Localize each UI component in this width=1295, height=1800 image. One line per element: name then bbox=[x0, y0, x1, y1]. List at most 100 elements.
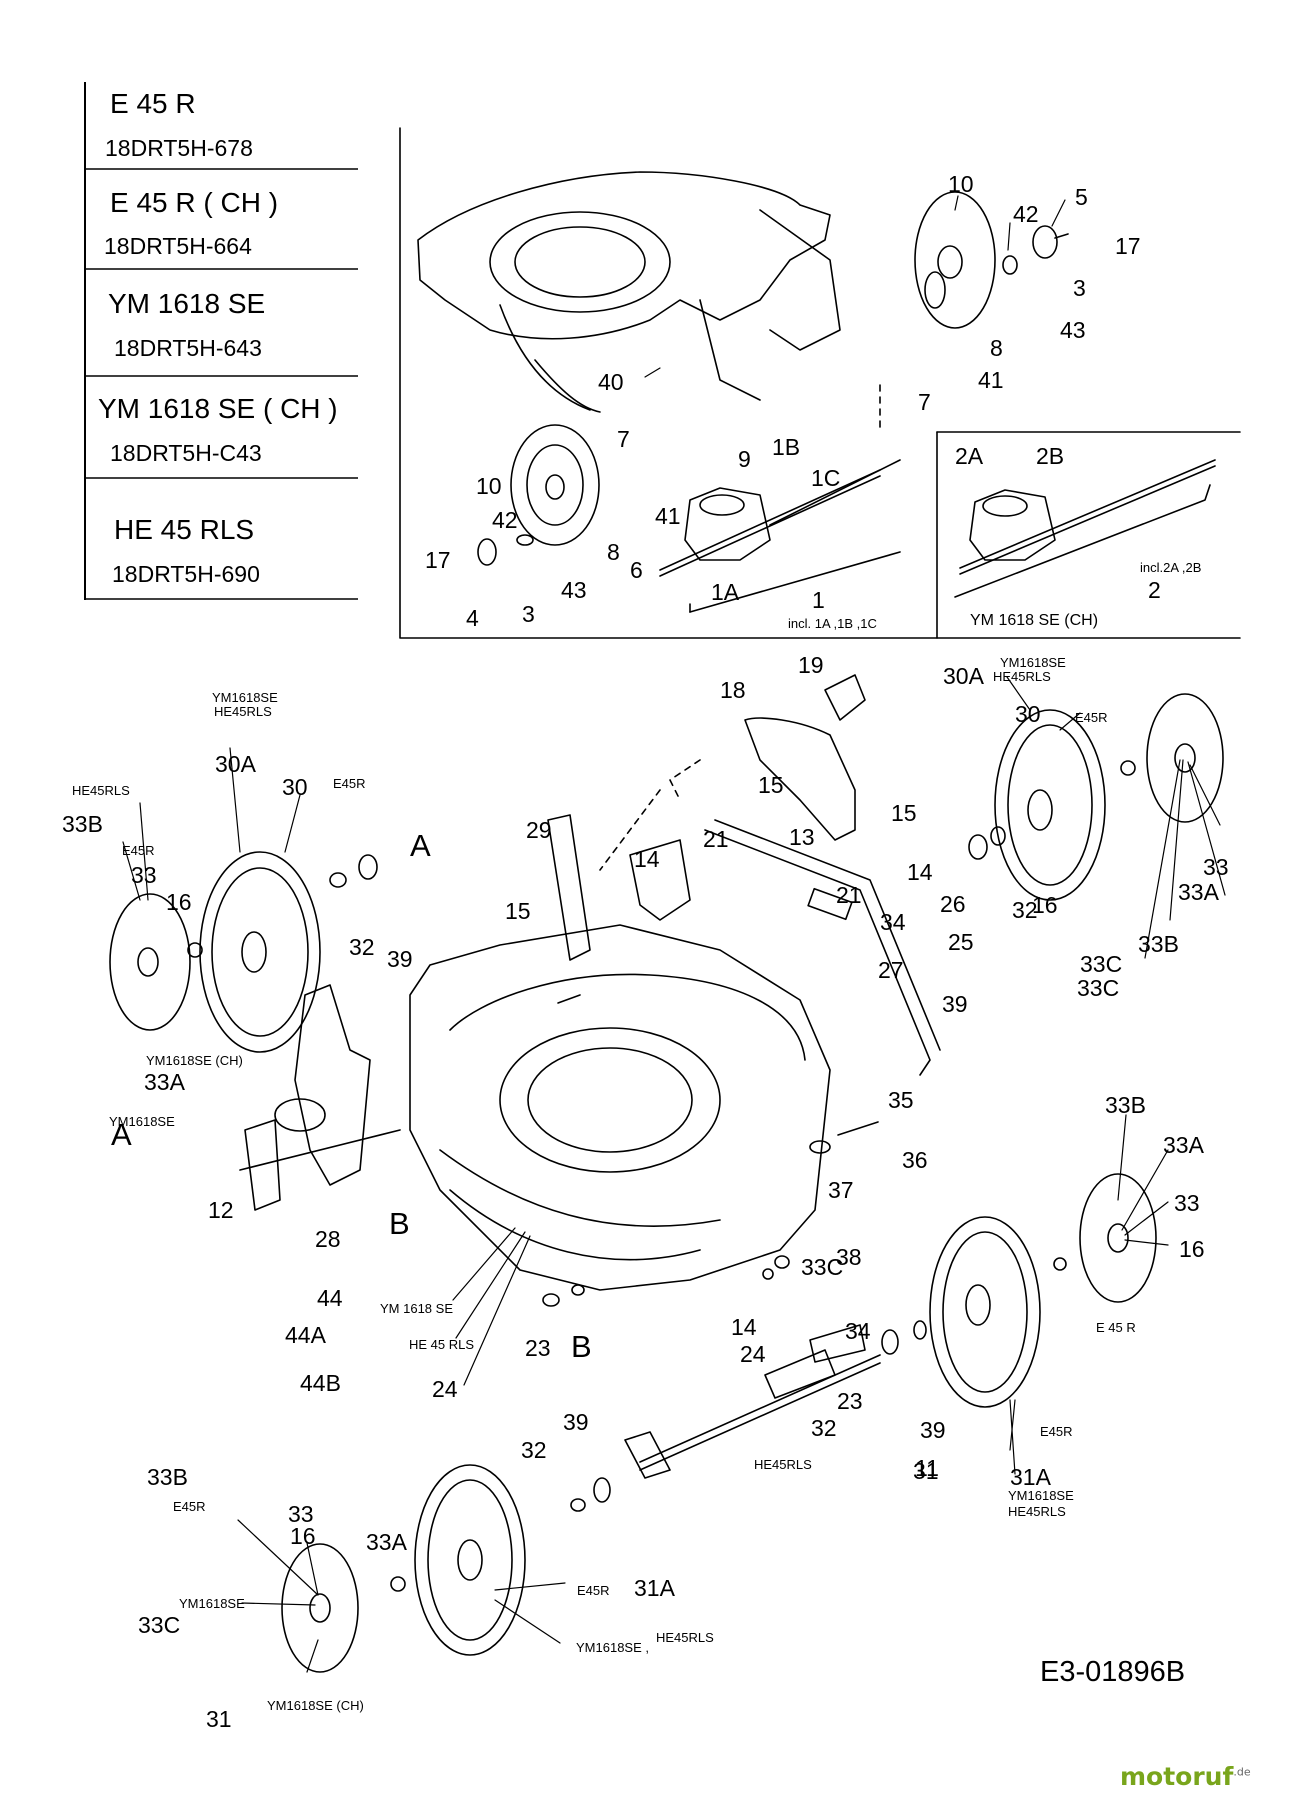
part-callout: 33B bbox=[1138, 931, 1179, 957]
part-callout: 34 bbox=[880, 909, 906, 935]
part-callout: 44A bbox=[285, 1322, 327, 1348]
part-callout: 39 bbox=[942, 991, 968, 1017]
part-callout: 16 bbox=[1179, 1236, 1205, 1262]
part-callout: YM 1618 SE bbox=[380, 1301, 453, 1316]
part-callout: 33A bbox=[366, 1529, 408, 1555]
part-callout: A bbox=[111, 1117, 132, 1152]
part-callout: 21 bbox=[703, 826, 729, 852]
rear-flap-bracket bbox=[239, 984, 401, 1211]
hubcap-lower-left bbox=[281, 1543, 359, 1673]
part-callout: 27 bbox=[878, 957, 904, 983]
part-callout: 33B bbox=[62, 811, 103, 837]
part-callout: 1 bbox=[812, 587, 825, 613]
diagram-code: E3-01896B bbox=[1040, 1656, 1186, 1688]
part-callout: YM1618SE bbox=[212, 690, 278, 705]
part-callout: E45R bbox=[173, 1499, 206, 1514]
part-callout: 33 bbox=[288, 1501, 314, 1527]
part-callout: 24 bbox=[740, 1341, 766, 1367]
part-callout: 28 bbox=[315, 1226, 341, 1252]
part-callout: 41 bbox=[655, 503, 681, 529]
part-callout: 23 bbox=[525, 1335, 551, 1361]
part-callout: 19 bbox=[798, 652, 824, 678]
gearbox-main bbox=[659, 459, 901, 577]
gearbox-inset bbox=[959, 459, 1216, 575]
part-callout: 38 bbox=[836, 1244, 862, 1270]
wheel-upper-left bbox=[199, 851, 321, 1053]
part-callout: 30A bbox=[215, 751, 257, 777]
part-callout: 14 bbox=[634, 846, 660, 872]
brand-tld: .de bbox=[1233, 1765, 1251, 1779]
part-callout: incl. 1A ,1B ,1C bbox=[788, 616, 877, 631]
part-callout: 2A bbox=[955, 443, 984, 469]
part-callout: 33C bbox=[801, 1254, 843, 1280]
bracket-line-2 bbox=[954, 484, 1211, 598]
small-hardware bbox=[187, 760, 1136, 1592]
part-callout: 17 bbox=[425, 547, 451, 573]
brand-logo: motoruf.de bbox=[1120, 1762, 1251, 1791]
model-name: E 45 R bbox=[110, 88, 196, 119]
part-callout: 31 bbox=[913, 1458, 939, 1484]
part-callout: YM1618SE bbox=[179, 1596, 245, 1611]
part-callout: 33C bbox=[1080, 951, 1122, 977]
part-callout: 40 bbox=[598, 369, 624, 395]
inset-note: YM 1618 SE (CH) bbox=[970, 612, 1098, 629]
part-callout: 2B bbox=[1036, 443, 1064, 469]
part-callout: 32 bbox=[811, 1415, 837, 1441]
part-callout: 39 bbox=[387, 946, 413, 972]
part-callout: 16 bbox=[290, 1523, 316, 1549]
part-callout: 3 bbox=[1073, 275, 1086, 301]
part-callout: 10 bbox=[948, 171, 974, 197]
part-callout: HE45RLS bbox=[656, 1630, 714, 1645]
part-callout: 42 bbox=[1013, 201, 1039, 227]
model-code: 18DRT5H-678 bbox=[105, 135, 253, 161]
part-callout: 39 bbox=[563, 1409, 589, 1435]
part-callout: 8 bbox=[990, 335, 1003, 361]
drive-wheel-left-top bbox=[477, 424, 600, 566]
part-callout: 42 bbox=[492, 507, 518, 533]
part-callout: 15 bbox=[505, 898, 531, 924]
part-callout: 14 bbox=[907, 859, 933, 885]
part-callout: HE45RLS bbox=[993, 669, 1051, 684]
model-name: HE 45 RLS bbox=[114, 514, 255, 545]
part-callout: 33B bbox=[1105, 1092, 1146, 1118]
wheel-upper-right bbox=[994, 709, 1106, 901]
leader-lines bbox=[122, 195, 1226, 1673]
part-callout: E45R bbox=[333, 776, 366, 791]
part-callout: 41 bbox=[978, 367, 1004, 393]
part-callout: E45R bbox=[1075, 710, 1108, 725]
part-callout: 35 bbox=[888, 1087, 914, 1113]
part-callout: 30 bbox=[282, 774, 308, 800]
part-callout: 25 bbox=[948, 929, 974, 955]
hubcap-upper-right bbox=[1146, 693, 1224, 823]
main-deck bbox=[409, 924, 831, 1291]
part-callout: 1A bbox=[711, 579, 740, 605]
part-callout: 33A bbox=[1163, 1132, 1205, 1158]
part-callout: 2 bbox=[1148, 577, 1161, 603]
part-callout: 24 bbox=[432, 1376, 458, 1402]
part-callout: 7 bbox=[617, 426, 630, 452]
part-callout: 44B bbox=[300, 1370, 341, 1396]
part-callout: 6 bbox=[630, 557, 643, 583]
part-callout: YM1618SE (CH) bbox=[146, 1053, 243, 1068]
model-code: 18DRT5H-643 bbox=[114, 335, 262, 361]
model-name: YM 1618 SE bbox=[108, 288, 266, 319]
part-callout: 30A bbox=[943, 663, 985, 689]
hubcap-lower-right bbox=[1079, 1173, 1157, 1303]
drive-wheel-right-top bbox=[914, 191, 996, 329]
part-callout: 13 bbox=[789, 824, 815, 850]
part-callout: 7 bbox=[918, 389, 931, 415]
part-callout: 29 bbox=[526, 817, 552, 843]
part-callout: 32 bbox=[349, 934, 375, 960]
model-table-lines bbox=[84, 82, 358, 600]
part-callout: HE45RLS bbox=[214, 704, 272, 719]
part-callout: 31A bbox=[1010, 1464, 1052, 1490]
part-callout: 14 bbox=[731, 1314, 757, 1340]
part-callout: 1B bbox=[772, 434, 800, 460]
model-code: 18DRT5H-C43 bbox=[110, 440, 262, 466]
part-callout: 1C bbox=[811, 465, 840, 491]
part-callout: 33C bbox=[138, 1612, 180, 1638]
wheel-lower-right bbox=[929, 1216, 1041, 1408]
